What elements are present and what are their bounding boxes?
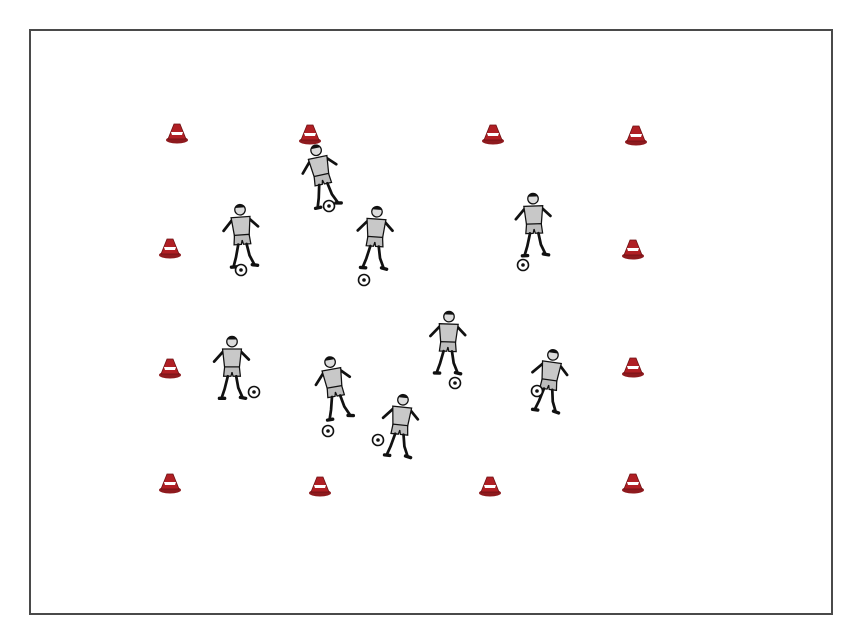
ball [236,265,247,276]
cone [159,474,181,494]
cone [622,240,644,260]
cone [166,124,188,144]
player [312,354,357,421]
player [379,393,420,458]
player [429,311,466,374]
cone [159,359,181,379]
ball [324,201,335,212]
cone [482,125,504,145]
ball [373,435,384,446]
ball [323,426,334,437]
cone [159,239,181,259]
player [527,347,570,413]
player [298,142,345,210]
player [222,203,261,267]
player [355,205,394,269]
ball [249,387,260,398]
cone [622,474,644,494]
ball [532,386,543,397]
cone [625,126,647,146]
player [515,193,552,256]
cone [622,358,644,378]
cone [479,477,501,497]
player [214,336,249,398]
ball [450,378,461,389]
cone [309,477,331,497]
ball [359,275,370,286]
cone [299,125,321,145]
players [214,142,570,458]
ball [518,260,529,271]
